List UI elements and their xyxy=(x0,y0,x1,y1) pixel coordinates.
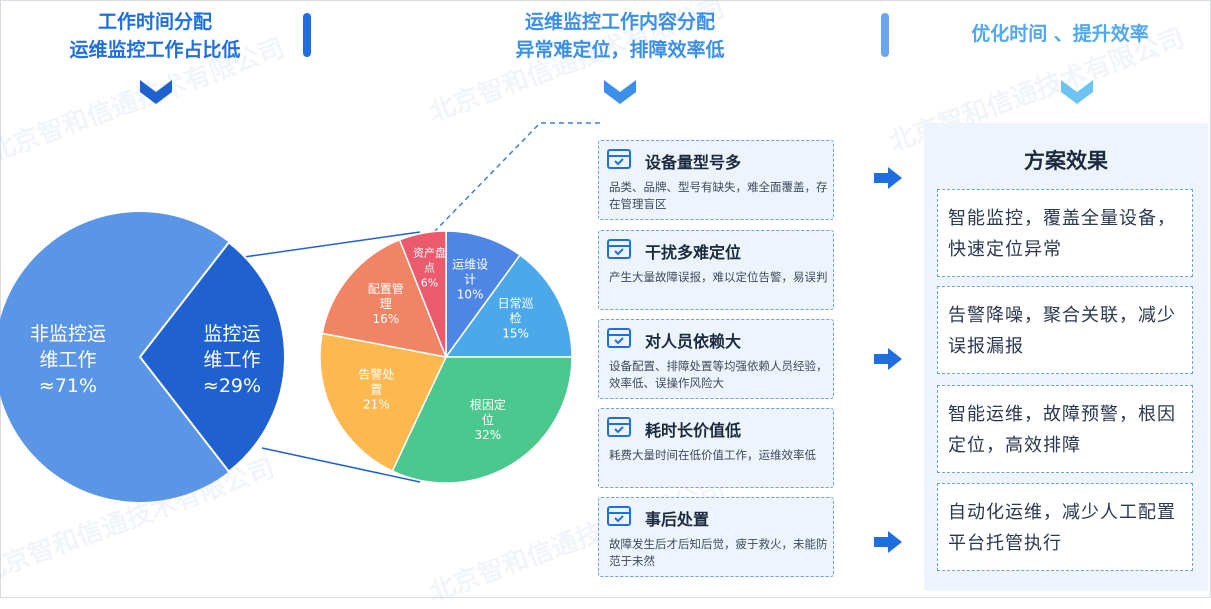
card-title: 干扰多难定位 xyxy=(645,243,742,262)
effect-text: 告警降噪，聚合关联，减少误报漏报 xyxy=(948,305,1176,357)
effect-text: 自动化运维，减少人工配置平台托管执行 xyxy=(948,502,1176,554)
header-line: 工作时间分配 xyxy=(97,11,212,33)
divider xyxy=(303,13,311,57)
inbox-icon xyxy=(607,417,631,437)
pie-label: 非监控运维工作≈71% xyxy=(30,323,106,397)
big-pie: 非监控运维工作≈71% 监控运维工作≈29% xyxy=(0,212,286,502)
card-desc: 产生大量故障误报，难以定位告警，易误判 xyxy=(609,270,828,284)
inbox-icon xyxy=(607,239,631,259)
card-device-models: 设备量型号多 品类、品牌、型号有缺失，难全面覆盖，存在管理盲区 xyxy=(598,140,834,220)
chevron-down-icon xyxy=(140,80,172,104)
pie-slice xyxy=(321,238,448,358)
effect-box: 智能监控，覆盖全量设备，快速定位异常 xyxy=(937,189,1193,277)
connector-line xyxy=(261,447,421,483)
card-interference: 干扰多难定位 产生大量故障误报，难以定位告警，易误判 xyxy=(598,230,834,310)
pie-slice-non-monitoring xyxy=(0,212,229,502)
pie-slice-monitoring xyxy=(138,241,286,473)
header-optimize: 优化时间 、提升效率 xyxy=(935,20,1185,48)
header-line: 优化时间 、提升效率 xyxy=(971,23,1149,45)
card-staff-dependency: 对人员依赖大 设备配置、排障处置等均强依赖人员经验，效率低、误操作风险大 xyxy=(598,319,834,399)
card-title: 耗时长价值低 xyxy=(645,421,742,440)
chevron-down-icon xyxy=(604,80,636,104)
card-low-value: 耗时长价值低 耗费大量时间在低价值工作，运维效率低 xyxy=(598,408,834,488)
effect-box: 自动化运维，减少人工配置平台托管执行 xyxy=(937,483,1193,571)
pie-slice xyxy=(319,332,448,473)
arrow-right-icon xyxy=(874,531,902,553)
header-line: 运维监控工作内容分配 xyxy=(524,11,715,33)
panel-title: 方案效果 xyxy=(1024,149,1108,173)
card-desc: 故障发生后才后知后觉，疲于救火，未能防范于未然 xyxy=(609,537,828,568)
solution-panel: 方案效果 智能监控，覆盖全量设备，快速定位异常 告警降噪，聚合关联，减少误报漏报… xyxy=(924,123,1208,591)
card-title: 设备量型号多 xyxy=(645,153,742,172)
arrow-right-icon xyxy=(874,348,902,370)
effect-box: 告警降噪，聚合关联，减少误报漏报 xyxy=(937,286,1193,374)
card-desc: 设备配置、排障处置等均强依赖人员经验，效率低、误操作风险大 xyxy=(609,359,828,390)
chevron-down-icon xyxy=(1061,80,1093,104)
pie-slice xyxy=(398,230,447,358)
card-post-handling: 事后处置 故障发生后才后知后觉，疲于救火，未能防范于未然 xyxy=(598,497,834,577)
inbox-icon xyxy=(607,506,631,526)
header-content-allocation: 运维监控工作内容分配 异常难定位，排障效率低 xyxy=(470,8,770,64)
connector-line xyxy=(236,231,421,259)
inbox-icon xyxy=(607,328,631,348)
header-line: 异常难定位，排障效率低 xyxy=(515,39,725,61)
effect-box: 智能运维，故障预警，根因定位，高效排障 xyxy=(937,385,1193,473)
pie-slice xyxy=(444,254,573,358)
effect-text: 智能运维，故障预警，根因定位，高效排障 xyxy=(948,404,1176,456)
card-desc: 品类、品牌、型号有缺失，难全面覆盖，存在管理盲区 xyxy=(609,180,828,211)
header-line: 运维监控工作占比低 xyxy=(69,39,241,61)
pie-label: 监控运维工作≈29% xyxy=(203,323,261,397)
header-time-allocation: 工作时间分配 运维监控工作占比低 xyxy=(40,8,270,64)
card-title: 对人员依赖大 xyxy=(645,332,742,351)
arrow-right-icon xyxy=(874,167,902,189)
inbox-icon xyxy=(607,149,631,169)
card-desc: 耗费大量时间在低价值工作，运维效率低 xyxy=(609,448,816,462)
effect-text: 智能监控，覆盖全量设备，快速定位异常 xyxy=(948,208,1176,260)
card-title: 事后处置 xyxy=(645,510,710,529)
pie-slice xyxy=(445,230,522,360)
divider xyxy=(881,13,889,57)
pie-slice xyxy=(391,356,573,484)
